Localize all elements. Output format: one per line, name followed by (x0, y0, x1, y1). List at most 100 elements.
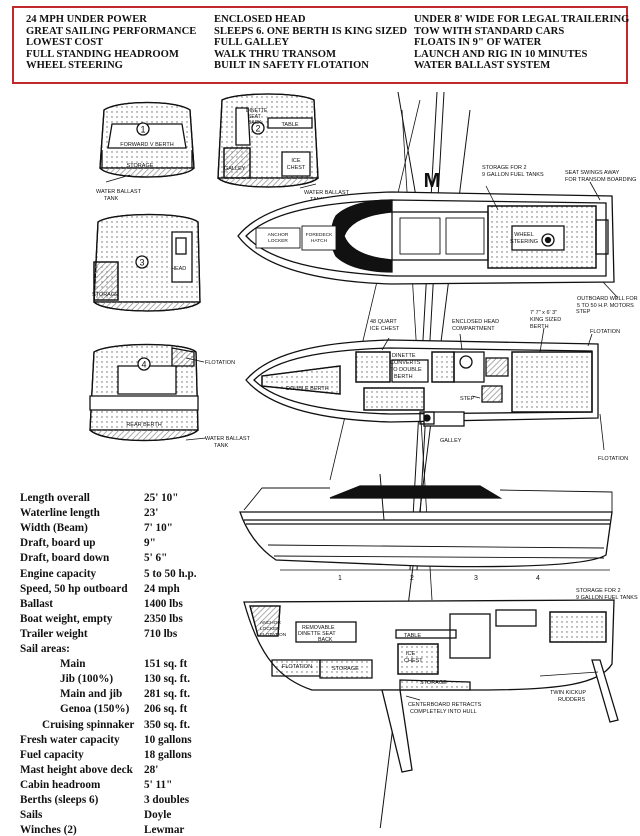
interior-storage-fuel-label: STORAGE FOR 2 (576, 588, 621, 594)
spec-label: Fresh water capacity (20, 733, 120, 746)
spec-value: 5' 11" (144, 778, 173, 791)
spec-label: Engine capacity (20, 567, 97, 580)
interior-table-label: TABLE (404, 633, 421, 639)
spec-value: 151 sq. ft (144, 658, 188, 671)
interior-ice-label-2: CHEST (404, 658, 423, 664)
interior-flotation-top-label: FLOTATION (260, 632, 287, 638)
section-1-drawing: 1 FORWARD V BERTH STORAGE WATER BALLAST … (96, 101, 195, 202)
macgregor-logo: M (424, 170, 441, 192)
spec-value: 710 lbs (144, 627, 178, 640)
interior-anchor-label: ANCHOR (260, 620, 281, 626)
section-2-galley-label: GALLEY (224, 166, 246, 172)
cabin-flotation-side-label: FLOTATION (598, 456, 628, 462)
outboard-well-label-2: 5 TO 50 H.P. MOTORS (577, 303, 634, 309)
deck-seat-swings-label: SEAT SWINGS AWAY (565, 170, 620, 176)
spec-value: 9" (144, 537, 156, 550)
section-4-ballast-label: WATER BALLAST (205, 436, 251, 442)
king-berth-label: 7' 7" x 6' 3" (530, 310, 557, 316)
spec-value: 5 to 50 h.p. (144, 567, 197, 580)
section-2-dinette-label-2: SEAT (248, 114, 261, 120)
spec-label: Draft, board up (20, 537, 96, 550)
section-1-number: 1 (140, 125, 145, 135)
spec-label: Main and jib (60, 688, 123, 701)
wheel-steering-label-2: STEERING (510, 239, 538, 245)
spec-value: Lewmar (144, 824, 185, 836)
features-column-3: UNDER 8' WIDE FOR LEGAL TRAILERING TOW W… (414, 14, 629, 72)
spec-label: Berths (sleeps 6) (20, 794, 99, 806)
spec-label: Cruising spinnaker (42, 718, 135, 731)
spec-label: Waterline length (20, 507, 100, 520)
feature-item: ENCLOSED HEAD (214, 14, 306, 25)
station-4: 4 (536, 575, 540, 582)
station-3: 3 (474, 575, 478, 582)
spec-value: 206 sq. ft (144, 703, 188, 716)
king-berth-label-2: KING SIZED (530, 317, 561, 323)
centerboard-label-2: COMPLETELY INTO HULL (410, 709, 477, 715)
feature-item: FULL STANDING HEADROOM (26, 48, 179, 60)
spec-label: Winches (2) (20, 824, 77, 836)
twin-rudders-label: TWIN KICKUP (550, 690, 586, 696)
dinette-label: DINETTE (392, 353, 416, 359)
section-1-ballast-label-2: TANK (104, 196, 119, 202)
spec-value: 24 mph (144, 582, 180, 595)
ice-chest-48-label-2: ICE CHEST (370, 326, 400, 332)
spec-value: 2350 lbs (144, 612, 183, 625)
section-2-ballast-label: WATER BALLAST (304, 190, 350, 196)
feature-item: TOW WITH STANDARD CARS (414, 25, 565, 37)
deck-storage-fuel-label: STORAGE FOR 2 (482, 165, 527, 171)
double-berth-label: DOUBLE BERTH (286, 386, 329, 392)
spec-label: Width (Beam) (20, 522, 88, 535)
spec-label: Cabin headroom (20, 778, 101, 791)
foredeck-hatch-label-2: HATCH (311, 238, 328, 244)
features-column-2: ENCLOSED HEAD SLEEPS 6. ONE BERTH IS KIN… (214, 14, 407, 72)
outboard-well-label: OUTBOARD WELL FOR (577, 296, 638, 302)
section-3-drawing: 3 HEAD STORAGE (92, 213, 201, 312)
station-2: 2 (410, 575, 414, 582)
interior-storage-b-label: STORAGE (420, 680, 447, 686)
dinette-label-4: BERTH (394, 374, 413, 380)
feature-item: SLEEPS 6. ONE BERTH IS KING SIZED (214, 25, 408, 37)
spec-value: 3 doubles (144, 794, 190, 806)
features-box: 24 MPH UNDER POWER GREAT SAILING PERFORM… (12, 6, 629, 84)
features-column-1: 24 MPH UNDER POWER GREAT SAILING PERFORM… (26, 14, 196, 72)
section-2-ice-label-2: CHEST (287, 165, 306, 171)
feature-item: WHEEL STEERING (26, 60, 123, 72)
spec-label: Speed, 50 hp outboard (20, 582, 128, 595)
section-3-storage-label: STORAGE (92, 292, 119, 298)
spec-value: 130 sq. ft. (144, 673, 190, 686)
section-2-drawing: 2 DINETTE SEAT BACK TABLE GALLEY ICE CHE… (217, 93, 350, 203)
ice-chest-48-label: 48 QUART (370, 319, 397, 325)
cabin-plan-drawing (245, 327, 605, 451)
feature-item: FLOATS IN 9" OF WATER (414, 37, 542, 49)
deck-storage-fuel-label-2: 9 GALLON FUEL TANKS (482, 172, 544, 178)
section-1-storage-label: STORAGE (127, 163, 154, 169)
spec-label: Trailer weight (20, 627, 88, 640)
spec-label: Main (60, 658, 86, 671)
removable-seat-label-3: BACK (318, 637, 333, 643)
centerboard-label: CENTERBOARD RETRACTS (408, 702, 482, 708)
anchor-locker-label: ANCHOR (268, 232, 289, 238)
section-4-berth-label: REAR BERTH (126, 422, 161, 428)
section-4-flotation-label: FLOTATION (205, 360, 235, 366)
feature-item: LAUNCH AND RIG IN 10 MINUTES (414, 48, 588, 60)
spec-value: 7' 10" (144, 522, 173, 535)
spec-value: 5' 6" (144, 552, 168, 565)
interior-profile-drawing (243, 599, 619, 773)
spec-label: Sails (20, 809, 43, 822)
deck-plan-drawing (237, 181, 619, 299)
spec-value: 281 sq. ft. (144, 688, 190, 701)
section-2-number: 2 (255, 124, 260, 134)
section-4-drawing: 4 FLOTATION REAR BERTH WATER BALLAST TAN… (89, 343, 251, 449)
feature-item: LOWEST COST (26, 37, 104, 49)
interior-flotation-label: FLOTATION (282, 664, 312, 670)
foredeck-hatch-label: FOREDECK (306, 232, 333, 238)
feature-item: BUILT IN SAFETY FLOTATION (214, 60, 369, 72)
section-2-dinette-label-3: BACK (248, 120, 262, 126)
spec-label: Genoa (150%) (60, 703, 130, 716)
removable-seat-label-2: DINETTE SEAT (298, 631, 336, 637)
section-3-number: 3 (139, 258, 144, 268)
hull-profile-drawing (239, 473, 613, 571)
feature-item: WALK THRU TRANSOM (214, 48, 337, 60)
section-2-dinette-label: DINETTE (246, 108, 268, 114)
